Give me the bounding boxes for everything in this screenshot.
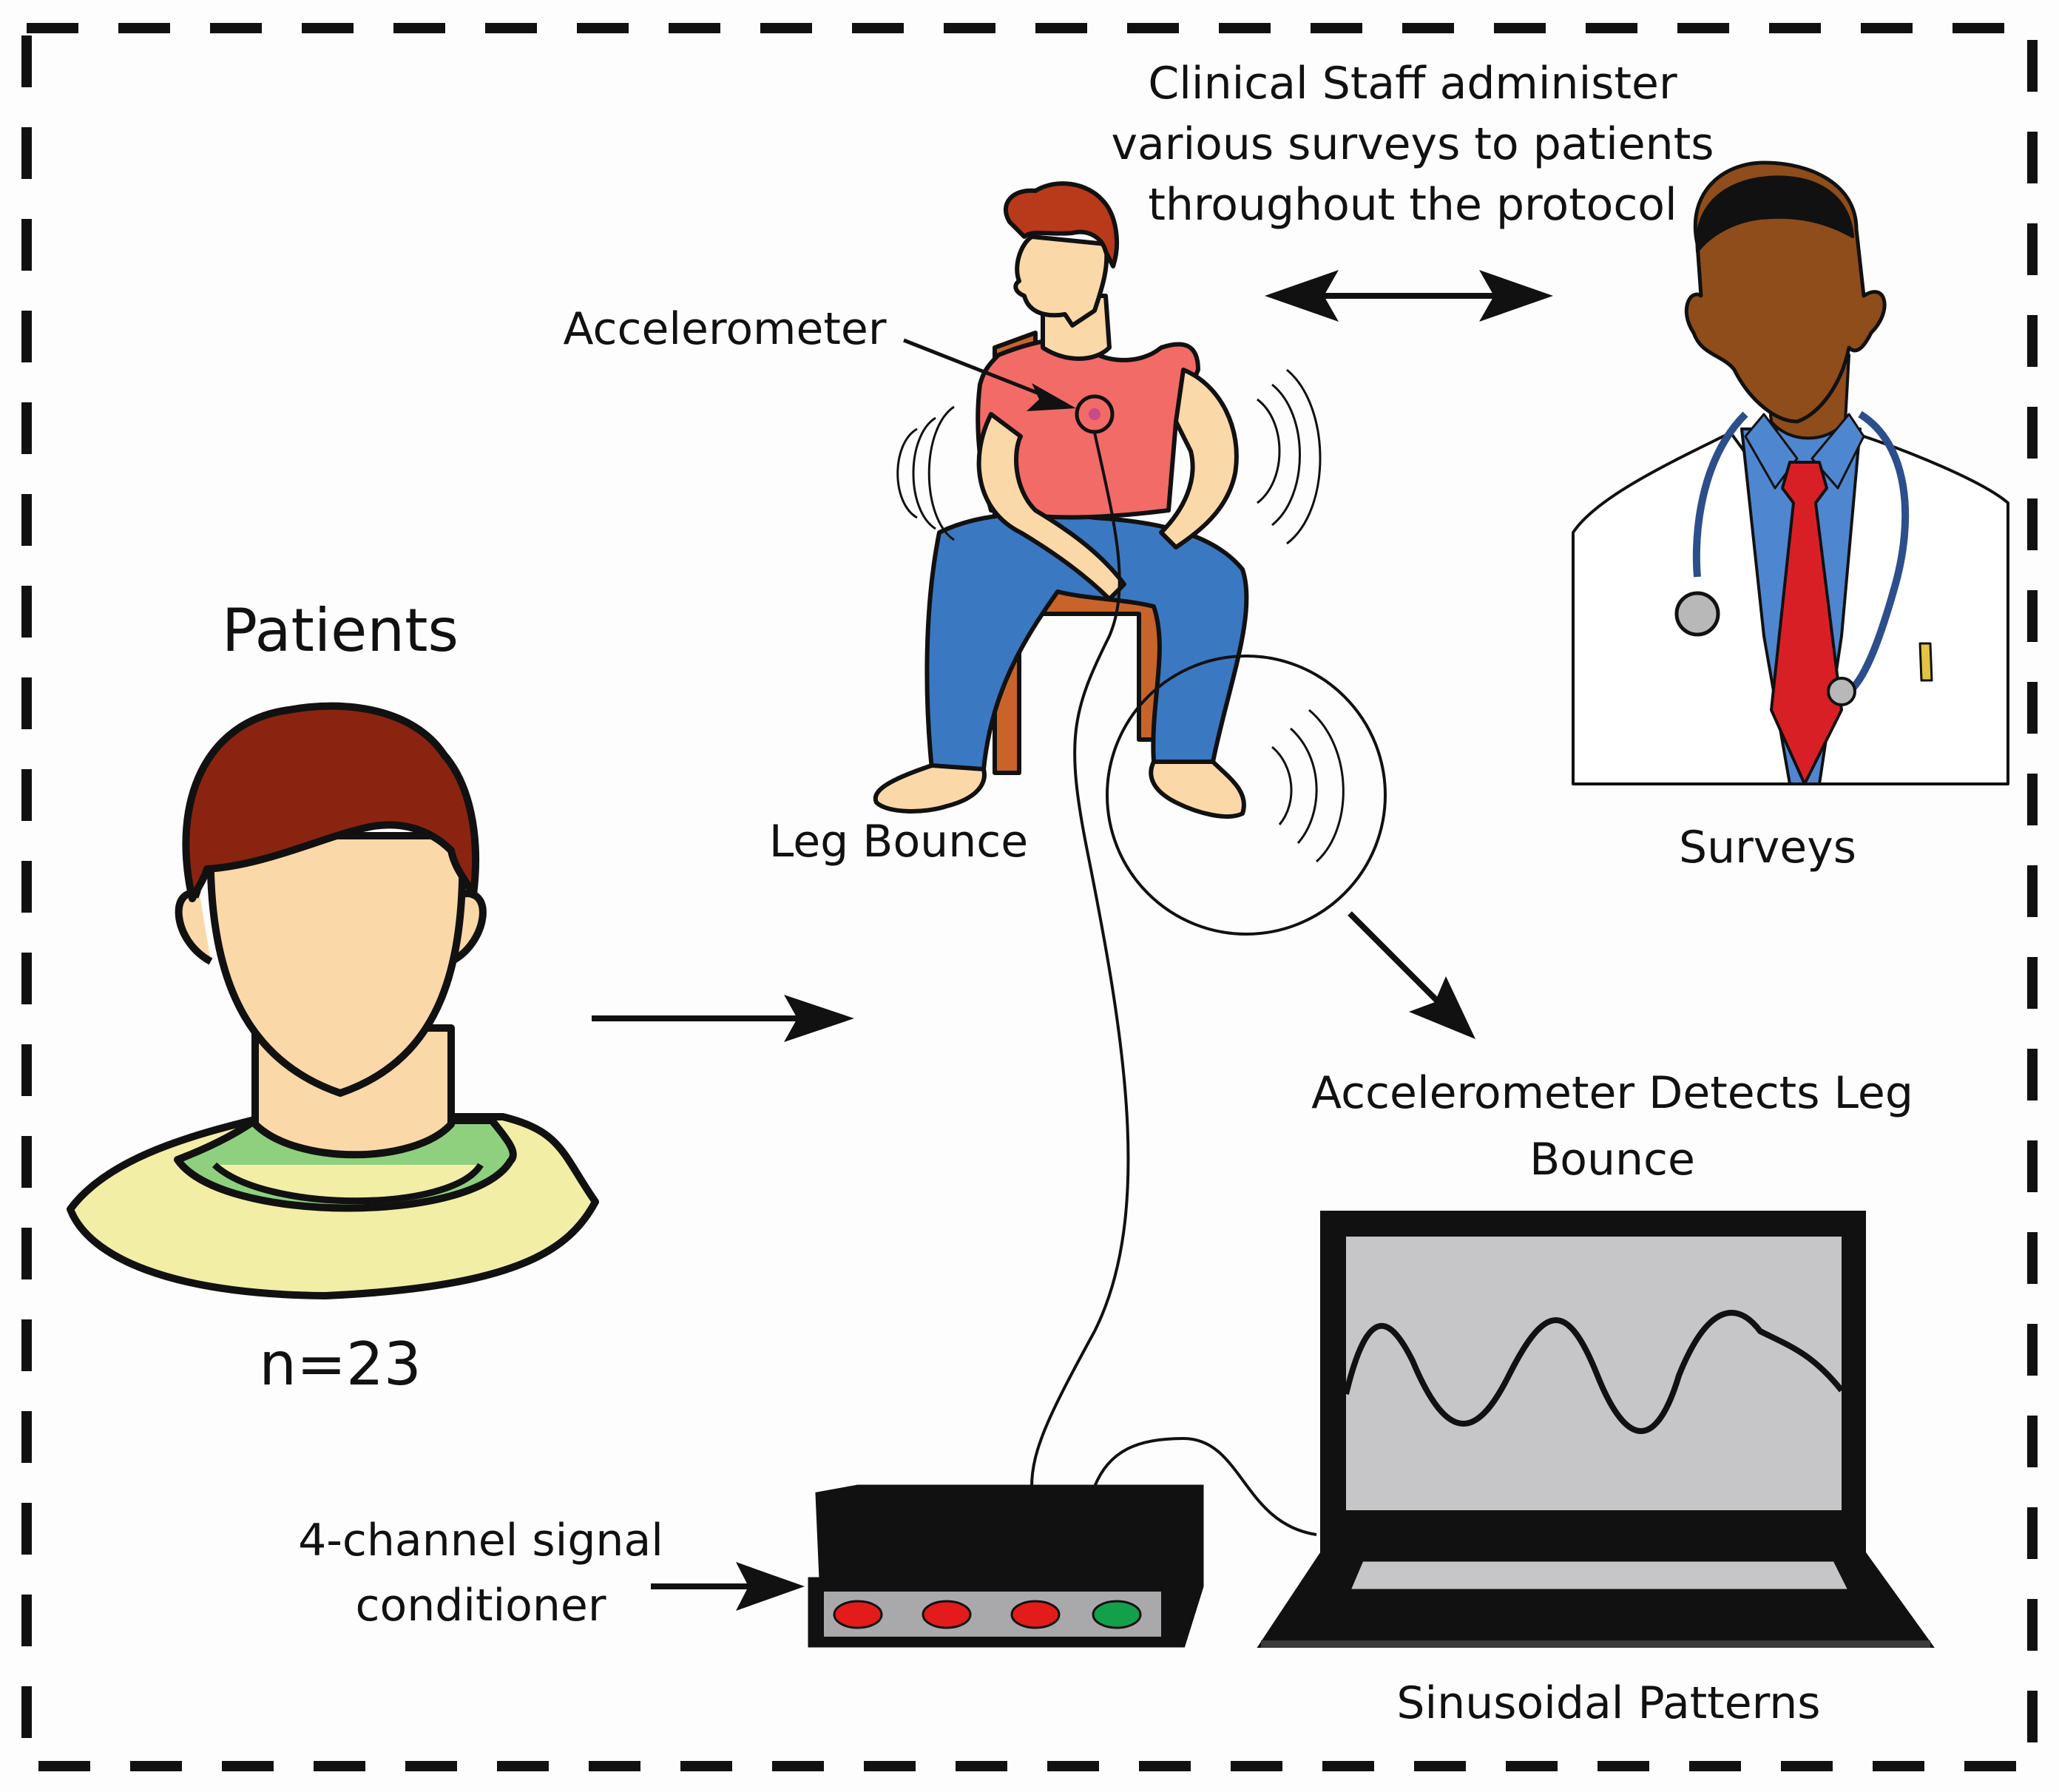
patient-head-icon [67,702,599,1299]
arrow-to-detection [1348,911,1475,1039]
leg-bounce-label: Leg Bounce [768,816,1029,868]
detects-line1: Accelerometer Detects Leg [1311,1067,1913,1119]
leg-bounce-zoom [1106,655,1387,936]
conditioner-line1: 4-channel signal [298,1515,663,1566]
n-count-label: n=23 [259,1330,422,1399]
doctor-icon [1572,160,2009,785]
clinical-staff-line1: Clinical Staff administer [1148,58,1677,109]
sinusoidal-label: Sinusoidal Patterns [1396,1677,1821,1729]
clinical-staff-line3: throughout the protocol [1148,179,1677,231]
arrow-bidirectional-surveys [1265,270,1553,322]
laptop-cable [1093,1436,1317,1536]
detects-line2: Bounce [1529,1134,1695,1186]
clinical-staff-line2: various surveys to patients [1111,118,1714,170]
seated-patient-icon [873,181,1322,819]
dashed-border [21,23,2038,1771]
sine-wave [1343,1310,1845,1434]
arrow-accelerometer-pointer [903,338,1076,411]
accelerometer-label: Accelerometer [563,303,887,355]
patients-label: Patients [221,596,459,665]
sensor-cable [1030,432,1130,1487]
arrow-to-conditioner [651,1562,805,1611]
conditioner-line2: conditioner [355,1580,606,1632]
arrow-patients-to-protocol [592,995,854,1042]
signal-conditioner-icon [808,1484,1204,1648]
surveys-label: Surveys [1679,822,1856,873]
laptop-icon [1257,1211,1935,1648]
